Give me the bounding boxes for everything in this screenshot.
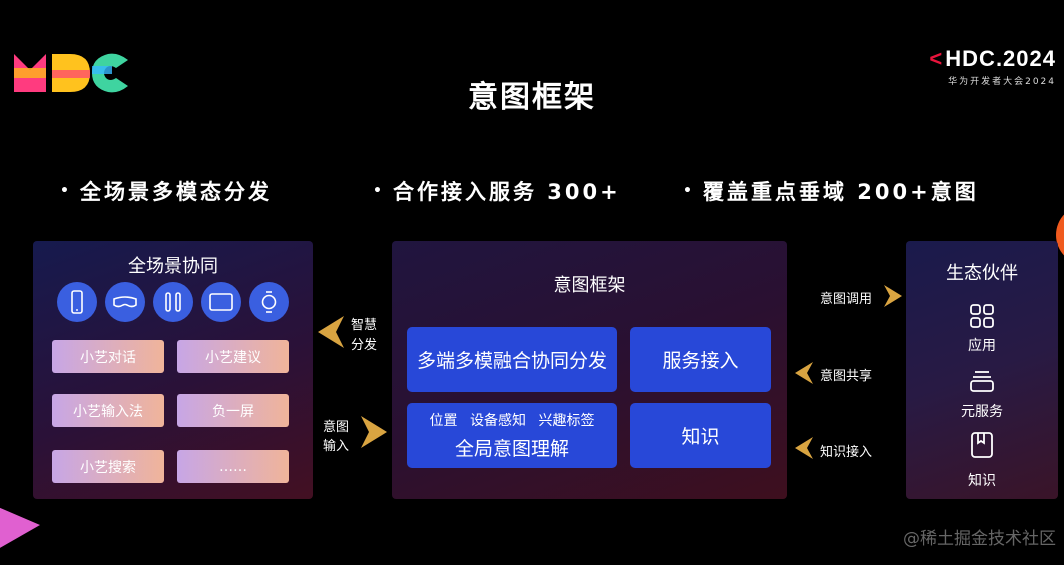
block-knowledge[interactable]: 知识 — [630, 403, 771, 468]
mid-panel-title: 意图框架 — [553, 275, 626, 296]
bullet-2: •合作接入服务 300+ — [373, 180, 621, 204]
meta-service-icon — [970, 371, 994, 392]
flow-intent-share: 意图共享 — [820, 369, 873, 384]
right-item-meta-service: 元服务 — [961, 404, 1003, 420]
arrow-left-icon — [795, 437, 813, 459]
feature-xiaoyi-dialog[interactable]: 小艺对话 — [52, 340, 164, 373]
page-title: 意图框架 — [468, 80, 596, 115]
global-intent-subtitle: 位置 设备感知 兴趣标签 — [429, 413, 595, 429]
watch-icon — [249, 282, 289, 322]
feature-xiaoyi-input[interactable]: 小艺输入法 — [52, 394, 164, 427]
arrow-left-icon — [318, 316, 344, 348]
phone-icon — [57, 282, 97, 322]
arrow-right-icon — [884, 285, 902, 307]
right-panel-title: 生态伙伴 — [946, 263, 1018, 284]
flow-knowledge-access: 知识接入 — [820, 445, 873, 460]
flow-intent-invoke: 意图调用 — [820, 292, 873, 307]
bullet-3: •覆盖重点垂域 200+意图 — [683, 180, 979, 204]
brand-subtitle: 华为开发者大会2024 — [948, 77, 1056, 87]
bullet-1: •全场景多模态分发 — [60, 180, 272, 204]
feature-xiaoyi-suggest[interactable]: 小艺建议 — [177, 340, 289, 373]
brand-main: <HDC.2024 — [929, 46, 1056, 71]
brand-block: <HDC.2024 华为开发者大会2024 — [929, 46, 1056, 87]
watermark: @稀土掘金技术社区 — [903, 529, 1056, 549]
feature-more[interactable]: …… — [177, 450, 289, 483]
orange-decoration — [1056, 214, 1064, 256]
arrow-right-icon — [361, 416, 387, 448]
app-grid-icon — [970, 304, 994, 328]
right-item-knowledge: 知识 — [968, 473, 996, 489]
arrow-left-icon — [795, 362, 813, 384]
feature-xiaoyi-search[interactable]: 小艺搜索 — [52, 450, 164, 483]
block-multiterminal-dispatch[interactable]: 多端多模融合协同分发 — [407, 327, 617, 392]
left-panel-title: 全场景协同 — [128, 256, 218, 277]
global-intent-label: 全局意图理解 — [454, 438, 569, 460]
block-global-intent[interactable]: 位置 设备感知 兴趣标签 全局意图理解 — [407, 403, 617, 468]
vr-glasses-icon — [105, 282, 145, 322]
earbuds-icon — [153, 282, 193, 322]
block-service-access[interactable]: 服务接入 — [630, 327, 771, 392]
feature-minus-one-screen[interactable]: 负一屏 — [177, 394, 289, 427]
tablet-icon — [201, 282, 241, 322]
hdc-logo — [14, 53, 128, 93]
pink-decoration — [0, 507, 40, 548]
flow-intent-input: 意图输入 — [323, 420, 350, 454]
right-item-app: 应用 — [968, 338, 996, 354]
flow-smart-dispatch: 智慧分发 — [351, 318, 378, 353]
right-panel: 生态伙伴 应用 元服务 知识 — [906, 241, 1058, 499]
knowledge-card-icon — [971, 432, 993, 458]
